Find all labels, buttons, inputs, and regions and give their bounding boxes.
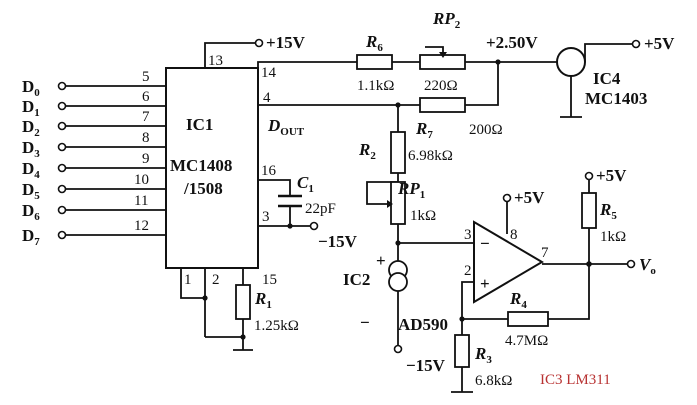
r4-value: 4.7MΩ — [505, 333, 548, 349]
r5-label: R5 — [599, 200, 617, 222]
ic3-inverting-sign: − — [480, 234, 490, 253]
ic3-comparator — [473, 220, 544, 304]
ic1-part-line2: /1508 — [183, 179, 223, 198]
r6-resistor — [356, 54, 393, 70]
ic3-pin-3: 3 — [464, 227, 472, 243]
ic2-plus: + — [376, 251, 386, 270]
ic3-noninverting-sign: + — [480, 274, 490, 293]
input-label-d5: D — [22, 180, 34, 199]
ic1-pin-4: 4 — [263, 90, 271, 106]
ic3-label: IC3 LM311 — [540, 372, 611, 388]
supply-plus5v-ic4: +5V — [644, 34, 675, 53]
pin-10: 10 — [134, 172, 149, 188]
node-voltage-2v50: +2.50V — [486, 33, 538, 52]
supply-minus15v-ic2: −15V — [406, 356, 446, 375]
input-labels: D0 D1 D2 D3 D4 D5 D6 D7 — [22, 77, 40, 248]
ic1-pin-14: 14 — [261, 65, 277, 81]
pin-8: 8 — [142, 130, 150, 146]
pin-11: 11 — [134, 193, 148, 209]
input-label-d7: D — [22, 226, 34, 245]
r6-value: 1.1kΩ — [357, 78, 394, 94]
r7-value: 200Ω — [469, 122, 503, 138]
rp2-label: RP2 — [432, 9, 461, 31]
svg-text:D1: D1 — [22, 97, 40, 119]
dout-label: DOUT — [267, 116, 305, 138]
pin-9: 9 — [142, 151, 150, 167]
svg-text:D3: D3 — [22, 138, 40, 160]
rp2-wiper-arrow — [439, 52, 447, 58]
pin-6: 6 — [142, 89, 150, 105]
supply-plus5v-r5: +5V — [596, 166, 627, 185]
svg-text:D5: D5 — [22, 180, 40, 202]
ic1-pin-16: 16 — [261, 163, 277, 179]
svg-text:D2: D2 — [22, 117, 40, 139]
input-label-d1: D — [22, 97, 34, 116]
ic2-minus: − — [360, 313, 370, 332]
wiring — [66, 42, 632, 393]
c1-capacitor — [278, 194, 302, 208]
svg-text:D0: D0 — [22, 77, 40, 99]
ic1-part-line1: MC1408 — [170, 156, 232, 175]
ic1-pin-13: 13 — [208, 53, 223, 69]
input-label-d4: D — [22, 159, 34, 178]
r5-value: 1kΩ — [600, 229, 626, 245]
supply-plus5v-ic3: +5V — [514, 188, 545, 207]
svg-text:D4: D4 — [22, 159, 40, 181]
rp2-value: 220Ω — [424, 78, 458, 94]
ic4-part: MC1403 — [585, 89, 647, 108]
input-label-d2: D — [22, 117, 34, 136]
ic4-name: IC4 — [593, 69, 621, 88]
rp1-wiper-arrow — [387, 200, 393, 208]
ic1-body — [165, 67, 259, 269]
c1-label: C1 — [297, 173, 314, 195]
rp1-label: RP1 — [397, 179, 425, 201]
svg-text:D6: D6 — [22, 201, 40, 223]
supply-plus15v: +15V — [266, 33, 306, 52]
ic3-pin-7: 7 — [541, 245, 549, 261]
ic1-pin-15: 15 — [262, 272, 277, 288]
input-label-d3: D — [22, 138, 34, 157]
junction-dots — [202, 59, 592, 340]
r4-resistor — [507, 311, 549, 327]
terminals — [57, 38, 641, 354]
ic1-pin-3: 3 — [262, 209, 270, 225]
vo-label: Vo — [639, 255, 656, 277]
r2-resistor — [390, 131, 406, 174]
r7-value-secondary: 6.98kΩ — [408, 148, 453, 164]
ic2-name: IC2 — [343, 270, 370, 289]
input-label-d6: D — [22, 201, 34, 220]
r1-value: 1.25kΩ — [254, 318, 299, 334]
ic3-pin-8: 8 — [510, 227, 518, 243]
c1-value: 22pF — [305, 201, 336, 217]
r3-label: R3 — [474, 344, 492, 366]
r2-label: R2 — [358, 140, 376, 162]
ic1-name: IC1 — [186, 115, 213, 134]
ic1-pin-2: 2 — [212, 272, 220, 288]
r3-value: 6.8kΩ — [475, 373, 512, 389]
r1-label: R1 — [254, 289, 272, 311]
ic2-part: AD590 — [398, 315, 448, 334]
ic4-reference — [556, 47, 586, 77]
r7-resistor — [419, 97, 466, 113]
ic3-pin-2: 2 — [464, 263, 472, 279]
r1-resistor — [235, 284, 251, 320]
r5-resistor — [581, 192, 597, 229]
svg-text:D7: D7 — [22, 226, 40, 248]
pin-12: 12 — [134, 218, 149, 234]
pin-5: 5 — [142, 69, 150, 85]
input-label-d0: D — [22, 77, 34, 96]
supply-minus15v-ic1: −15V — [318, 232, 358, 251]
r6-label: R6 — [365, 32, 383, 54]
ic1-pin-1: 1 — [184, 272, 192, 288]
rp1-value: 1kΩ — [410, 208, 436, 224]
r3-resistor — [454, 334, 470, 368]
pin-7: 7 — [142, 109, 150, 125]
r7-label: R7 — [415, 119, 433, 141]
r4-label: R4 — [509, 289, 527, 311]
input-pin-numbers: 5 6 7 8 9 10 11 12 — [134, 69, 150, 234]
ic2-current-source — [388, 260, 408, 292]
